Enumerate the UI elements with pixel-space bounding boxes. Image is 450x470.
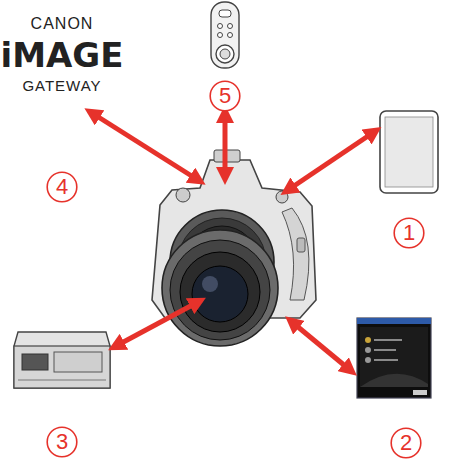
callout-number-text: 3 <box>46 426 78 458</box>
logo-text: GATEWAY <box>22 78 101 93</box>
camera-illustration <box>152 150 316 346</box>
tablet-illustration <box>380 111 438 193</box>
callout-number: 3 <box>46 426 78 458</box>
callout-number: 1 <box>393 217 425 249</box>
callout-number: 4 <box>46 171 78 203</box>
logo-text: CANON <box>31 16 94 32</box>
callout-number: 2 <box>390 427 422 459</box>
connection-arrows <box>92 113 374 370</box>
computer-screen-illustration <box>357 318 431 398</box>
arrow <box>116 302 198 346</box>
callout-number-text: 1 <box>393 217 425 249</box>
arrow <box>288 132 374 190</box>
remote-illustration <box>211 2 239 68</box>
callout-number-text: 5 <box>209 80 241 112</box>
arrow <box>223 114 228 176</box>
logo-text: iMAGE <box>1 38 124 72</box>
arrow <box>292 322 350 370</box>
arrow <box>92 113 198 180</box>
callout-number-text: 4 <box>46 171 78 203</box>
callout-number-text: 2 <box>390 427 422 459</box>
callout-number: 5 <box>209 80 241 112</box>
printer-illustration <box>14 332 110 388</box>
